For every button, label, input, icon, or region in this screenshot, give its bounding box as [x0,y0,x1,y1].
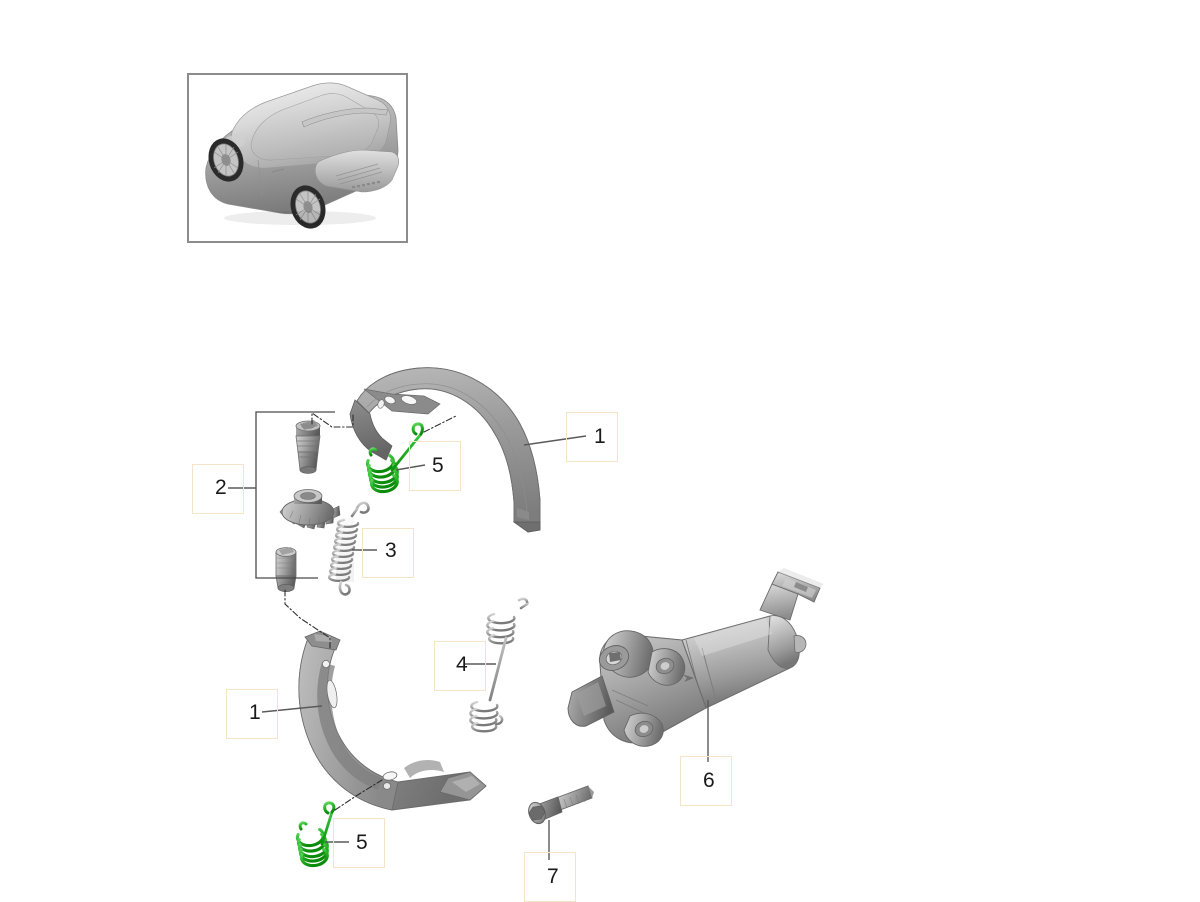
vehicle-thumbnail-art [205,82,400,229]
callout-number-1-lower[interactable]: 1 [249,701,261,724]
leader-1-upper [523,435,587,446]
assoc-spring5u-to-shoe [423,415,457,433]
part-parking-brake-actuator [567,568,824,747]
callout-number-1-upper[interactable]: 1 [594,425,606,448]
callout-number-6[interactable]: 6 [703,769,715,792]
part-return-spring-double [469,597,529,733]
leader-lines [228,435,709,860]
callout-number-2[interactable]: 2 [215,476,227,499]
part-hold-down-spring-upper [365,422,424,494]
assoc-lines [284,411,457,811]
leader-1-lower [261,705,323,713]
assoc-bolt-to-shoe [284,589,331,649]
part-adjuster-sleeve [295,420,321,474]
part-adjuster-bolt [275,547,297,592]
leader-5-upper [395,464,426,471]
assoc-sleeve-to-shoe [311,411,354,428]
part-socket-head-bolt [528,785,594,825]
callout-number-5-lower[interactable]: 5 [356,831,368,854]
assoc-spring5l-to-shoe [334,779,383,811]
part-hold-down-spring-lower [295,801,336,868]
callout-number-3[interactable]: 3 [385,539,397,562]
callout-number-5-upper[interactable]: 5 [432,454,444,477]
tension-spring-shading [336,518,354,582]
callout-number-7[interactable]: 7 [547,865,559,888]
group-bracket-item2 [255,411,335,579]
part-star-wheel [279,489,341,530]
callout-number-4[interactable]: 4 [456,653,468,676]
part-brake-shoe-upper [349,367,541,533]
